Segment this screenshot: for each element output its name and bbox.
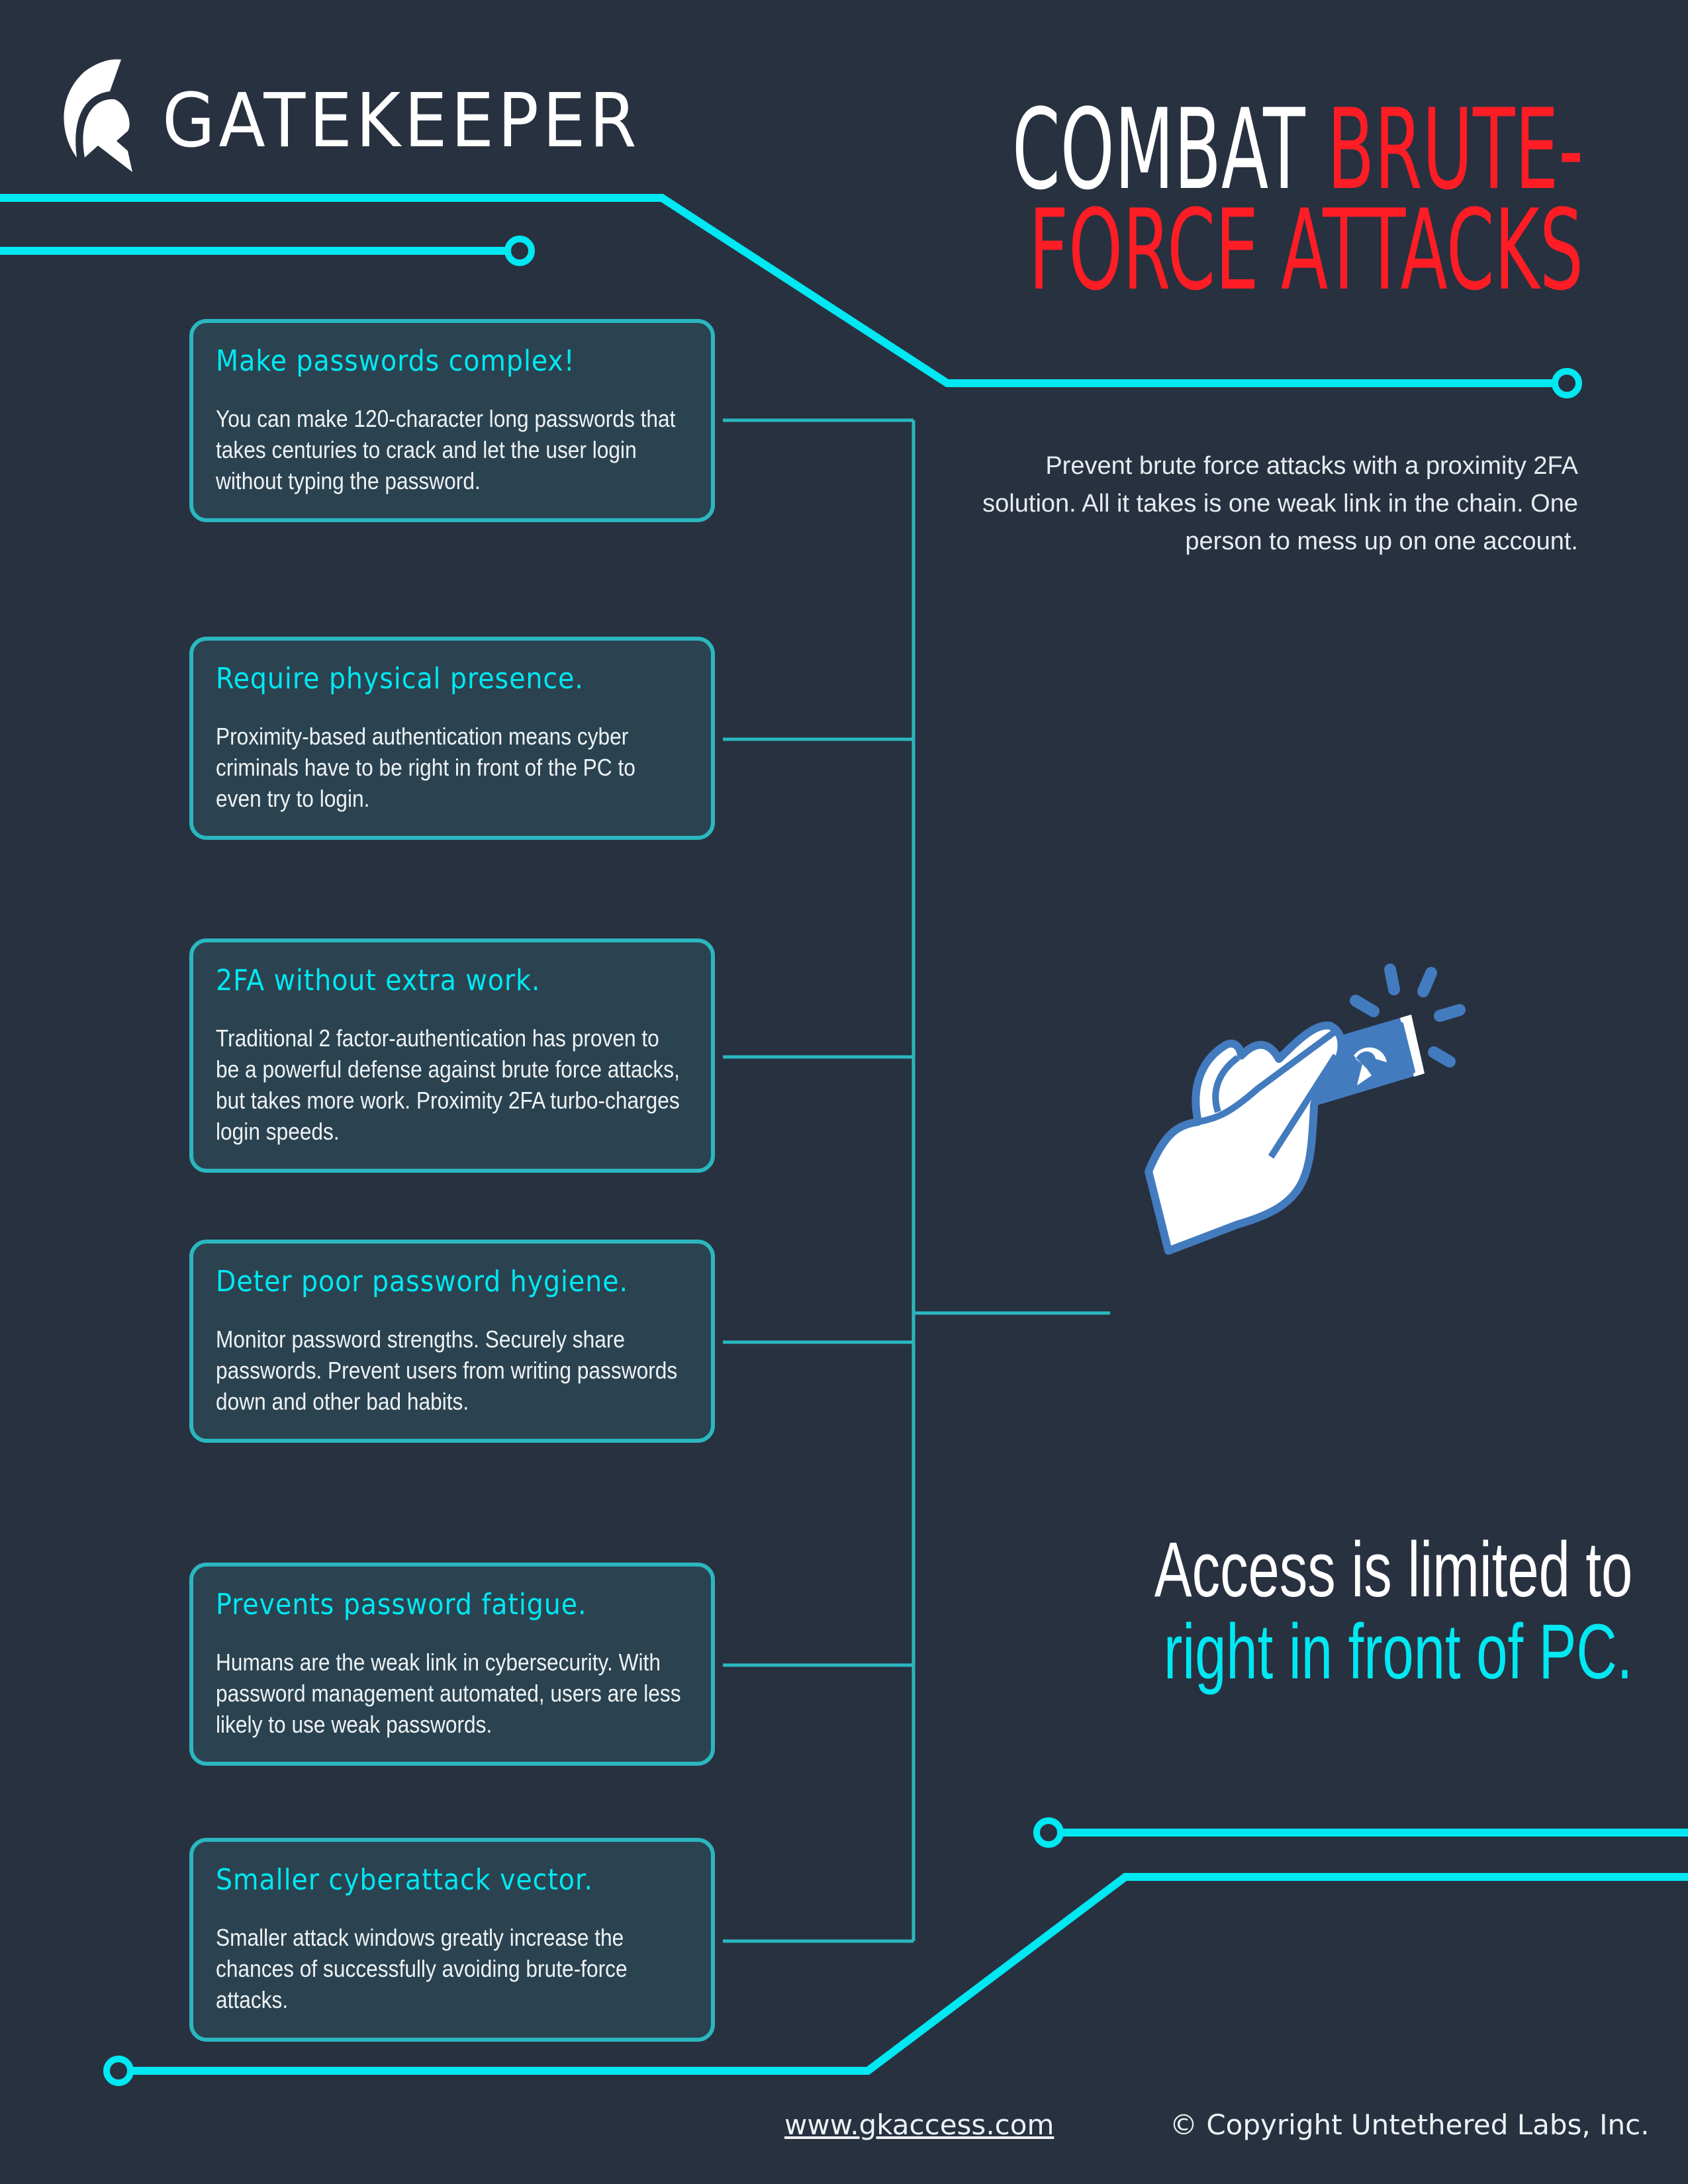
callout-line1: Access is limited to bbox=[1154, 1526, 1632, 1614]
copyright: © Copyright Untethered Labs, Inc. bbox=[1170, 2109, 1650, 2141]
card-body: Proximity-based authentication means cyb… bbox=[216, 723, 635, 812]
card-title: Make passwords complex! bbox=[216, 344, 575, 378]
feature-card: Make passwords complex! You can make 120… bbox=[189, 319, 715, 522]
spartan-helmet-icon bbox=[64, 59, 132, 172]
feature-card: Smaller cyberattack vector. Smaller atta… bbox=[189, 1838, 715, 2042]
page-title: COMBAT BRUTE- FORCE ATTACKS bbox=[1012, 94, 1583, 306]
intro-text: Prevent brute force attacks with a proxi… bbox=[916, 447, 1578, 561]
card-title: Require physical presence. bbox=[216, 662, 584, 696]
feature-card: Deter poor password hygiene. Monitor pas… bbox=[189, 1240, 715, 1443]
card-body: Humans are the weak link in cybersecurit… bbox=[216, 1649, 681, 1738]
title-red-line2: FORCE ATTACKS bbox=[1029, 185, 1583, 315]
title-red: BRUTE- bbox=[1327, 85, 1583, 214]
card-title: Prevents password fatigue. bbox=[216, 1588, 587, 1621]
hand-holding-token-icon bbox=[1145, 964, 1466, 1255]
circuit-line-top bbox=[0, 194, 1554, 387]
intro-line: Prevent brute force attacks with a proxi… bbox=[1045, 452, 1578, 480]
circuit-node bbox=[103, 2056, 134, 2086]
circuit-node bbox=[1033, 1817, 1064, 1848]
website-link[interactable]: www.gkaccess.com bbox=[784, 2109, 1055, 2141]
title-white: COMBAT bbox=[1011, 85, 1327, 214]
card-body: Monitor password strengths. Securely sha… bbox=[216, 1326, 678, 1415]
card-title: 2FA without extra work. bbox=[216, 964, 541, 997]
feature-card: Require physical presence. Proximity-bas… bbox=[189, 637, 715, 840]
circuit-node bbox=[1552, 368, 1582, 398]
card-title: Deter poor password hygiene. bbox=[216, 1265, 628, 1298]
circuit-node bbox=[504, 236, 535, 266]
circuit-line-bottom-lower bbox=[131, 1873, 1688, 2075]
feature-card: 2FA without extra work. Traditional 2 fa… bbox=[189, 938, 715, 1173]
card-connectors bbox=[723, 418, 1110, 1943]
card-body: Traditional 2 factor-authentication has … bbox=[216, 1024, 680, 1145]
callout: Access is limited to right in front of P… bbox=[1154, 1529, 1632, 1693]
intro-line: person to mess up on one account. bbox=[1185, 527, 1578, 555]
brand-name: GATEKEEPER bbox=[162, 78, 641, 164]
card-title: Smaller cyberattack vector. bbox=[216, 1863, 593, 1897]
card-body: You can make 120-character long password… bbox=[216, 405, 676, 494]
intro-line: solution. All it takes is one weak link … bbox=[982, 490, 1578, 518]
callout-line2: right in front of PC. bbox=[1163, 1608, 1632, 1696]
feature-card: Prevents password fatigue. Humans are th… bbox=[189, 1563, 715, 1766]
card-body: Smaller attack windows greatly increase … bbox=[216, 1924, 628, 2013]
